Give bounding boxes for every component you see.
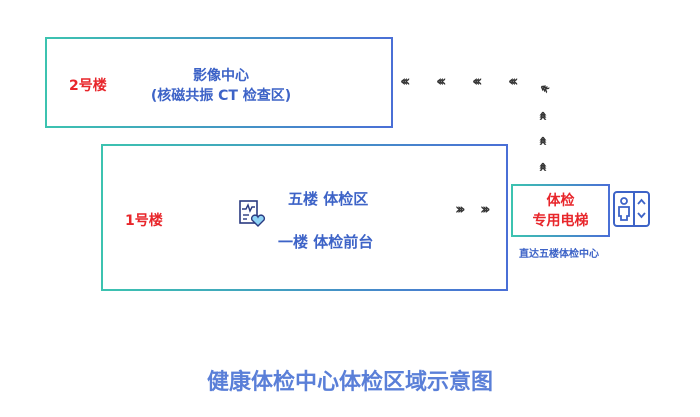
arrow-up-icon: ‹‹‹ [534,161,553,169]
arrow-right-icon: ››› [455,200,465,218]
imaging-center-subtitle: (核磁共振 CT 检查区) [150,88,292,104]
first-floor-front-desk: 一楼 体检前台 [278,233,374,251]
arrow-left-icon: ‹‹‹ [400,72,410,90]
arrow-up-icon: ‹‹‹ [534,110,553,118]
arrow-left-icon: ‹‹‹ [472,72,482,90]
elevator-icon [613,191,650,227]
building-2-label: 2号楼 [69,78,107,94]
exam-elevator-box: 体检 专用电梯 [511,184,610,237]
building-2-box: 2号楼 影像中心 (核磁共振 CT 检查区) [45,37,393,128]
fifth-floor-exam-area: 五楼 体检区 [288,190,369,208]
imaging-center-title: 影像中心 [193,68,249,84]
arrow-corner-icon: ‹‹‹ [535,77,551,97]
arrow-up-icon: ‹‹‹ [534,135,553,143]
building-1-box: 1号楼 五楼 体检区 一楼 体检前台 [101,144,508,291]
elevator-line-1: 体检 [546,193,575,209]
arrow-left-icon: ‹‹‹ [436,72,446,90]
arrow-left-icon: ‹‹‹ [508,72,518,90]
medical-report-heart-icon [239,200,266,227]
diagram-title: 健康体检中心体检区域示意图 [206,370,493,395]
elevator-line-2: 专用电梯 [532,213,589,229]
arrow-right-icon: ››› [480,200,490,218]
building-1-label: 1号楼 [125,213,163,229]
elevator-caption: 直达五楼体检中心 [519,249,599,260]
